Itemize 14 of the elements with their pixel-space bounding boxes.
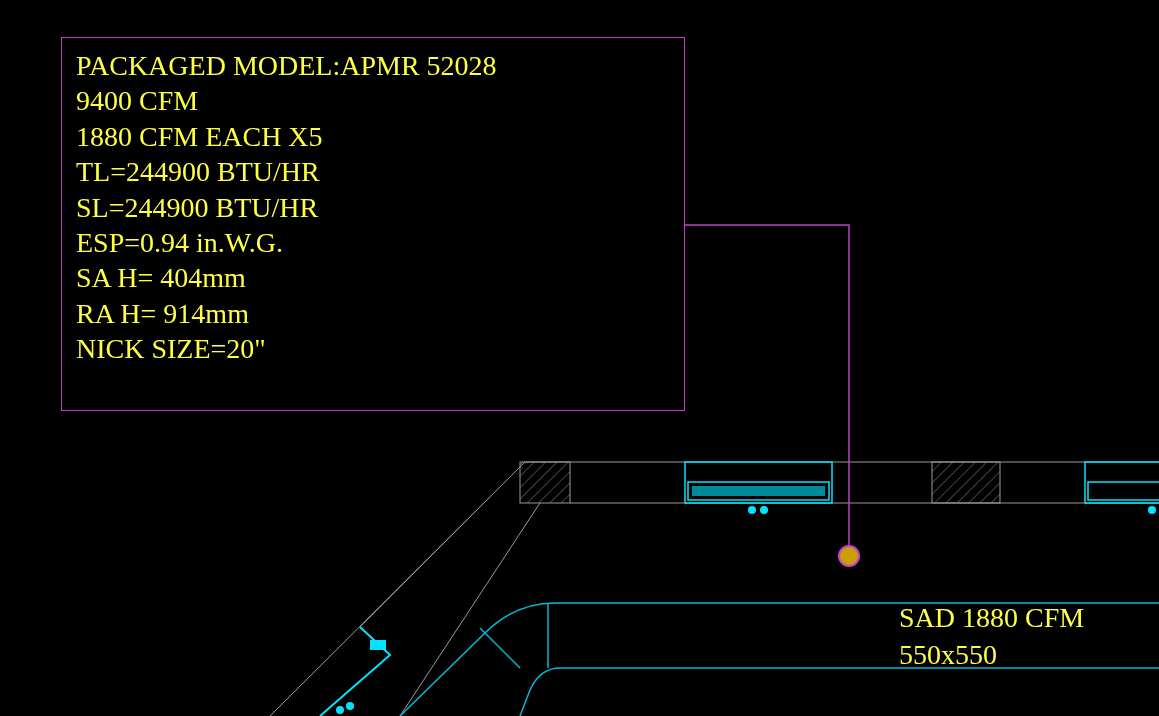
spec-text: NICK SIZE=20" (76, 333, 266, 366)
spec-text: SL=244900 BTU/HR (76, 191, 319, 224)
spec-text: TL=244900 BTU/HR (76, 156, 320, 189)
spec-text: RA H= 914mm (76, 297, 249, 330)
note-frame (61, 37, 685, 411)
leader-line (684, 224, 850, 546)
spec-text: PACKAGED MODEL:APMR 52028 (76, 50, 497, 82)
spec-text: 9400 CFM (76, 85, 199, 118)
spec-text: 1880 CFM EACH X5 (76, 120, 323, 153)
spec-text: SA H= 404mm (76, 262, 246, 295)
diffuser-label: 550x550 (899, 639, 997, 671)
spec-text: ESP=0.94 in.W.G. (76, 227, 283, 259)
marker-circle (838, 545, 860, 567)
diffuser-label: SAD 1880 CFM (899, 602, 1085, 634)
